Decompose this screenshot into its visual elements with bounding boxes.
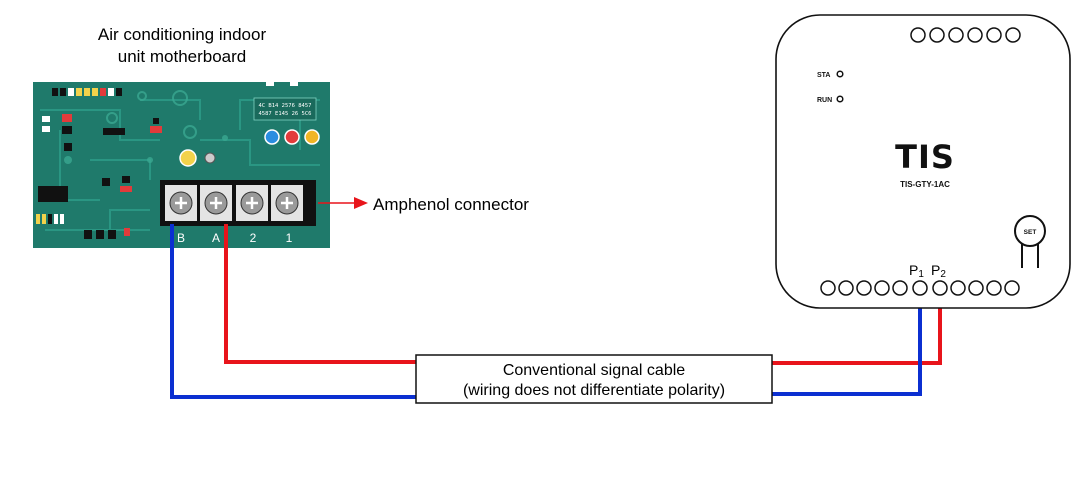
terminal-p2: [932, 280, 948, 296]
wire-red-right: [772, 290, 942, 365]
terminal-label-b: B: [177, 231, 185, 245]
motherboard-title-line1: Air conditioning indoor: [98, 25, 267, 44]
pcb-top-components: [52, 82, 298, 96]
chip-text-line1: 4C B14 2576 8457: [259, 103, 312, 109]
device-model: TIS-GTY-1AC: [900, 180, 950, 189]
device-housing: [775, 14, 1071, 309]
pcb-left-components: [36, 114, 162, 239]
wire-blue-right: [772, 290, 922, 396]
tis-logo: TIS: [895, 138, 955, 176]
callout-arrow-head: [354, 197, 368, 209]
bottom-terminal-row: [820, 280, 1020, 296]
terminal-label-2: 2: [250, 231, 257, 245]
cable-box: Conventional signal cable (wiring does n…: [415, 354, 773, 404]
run-led: [836, 95, 844, 103]
cable-box-frame: [415, 354, 773, 404]
p2-label: P2: [931, 262, 946, 280]
motherboard-title-line2: unit motherboard: [118, 47, 247, 66]
cable-label-line1: Conventional signal cable: [503, 362, 685, 379]
wires: [170, 224, 942, 399]
amphenol-connector-label: Amphenol connector: [373, 195, 529, 214]
pcb-chip: 4C B14 2576 8457 4587 E145 26 5C6: [253, 97, 317, 121]
terminal-label-a: A: [212, 231, 220, 245]
run-label: RUN: [817, 97, 832, 104]
p1-label: P1: [909, 262, 924, 280]
cable-label-line2: (wiring does not differentiate polarity): [463, 382, 725, 399]
set-button[interactable]: SET: [1014, 215, 1046, 268]
terminal-block: B A 2 1: [160, 180, 316, 245]
motherboard: Air conditioning indoor unit motherboard: [33, 25, 330, 248]
amphenol-callout: Amphenol connector: [318, 195, 529, 214]
wire-blue-left: [170, 224, 416, 399]
terminal-p1: [912, 280, 928, 296]
sta-led: [836, 70, 844, 78]
pcb-pads: [64, 90, 228, 164]
pcb-capacitors: [179, 129, 320, 167]
top-terminal-row: [910, 27, 1021, 43]
sta-label: STA: [817, 72, 830, 79]
set-label: SET: [1024, 229, 1037, 236]
chip-text-line2: 4587 E145 26 5C6: [259, 111, 312, 117]
terminal-label-1: 1: [286, 231, 293, 245]
wire-red-left: [224, 224, 416, 364]
tis-device: STA RUN TIS TIS-GTY-1AC SET P1 P2: [775, 14, 1071, 309]
